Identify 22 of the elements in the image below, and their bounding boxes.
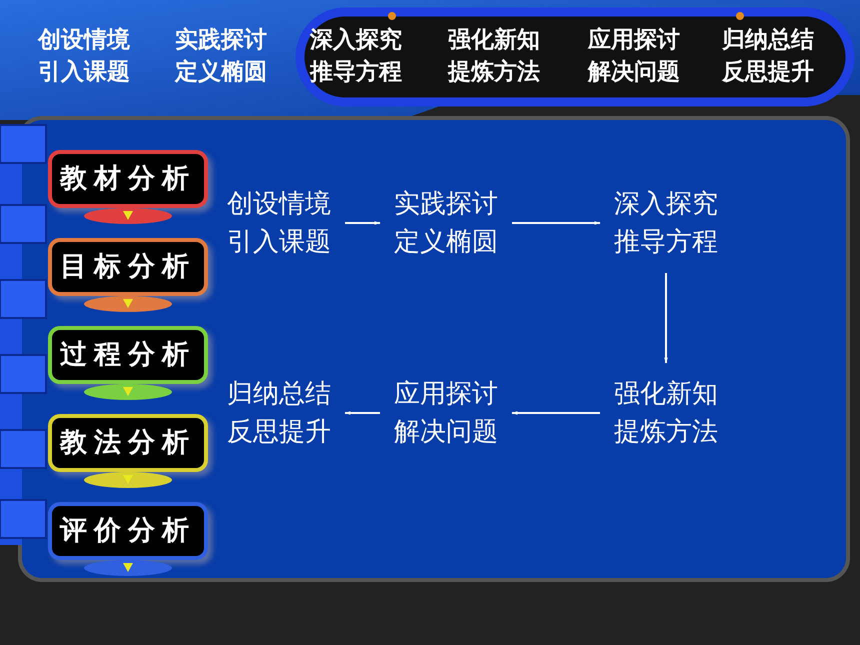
nav-label: 深入探究推导方程 bbox=[310, 26, 403, 87]
arrow bbox=[345, 221, 381, 225]
menu-button: 目标分析 bbox=[48, 238, 208, 296]
nav-label: 创设情境引入课题 bbox=[38, 26, 131, 87]
arrow bbox=[511, 411, 600, 415]
step-text: 强化新知提炼方法 bbox=[612, 375, 720, 451]
menu-button: 教法分析 bbox=[48, 414, 208, 472]
nav-label: 应用探讨解决问题 bbox=[588, 26, 681, 87]
menu-button: 过程分析 bbox=[48, 326, 208, 384]
arrow bbox=[344, 411, 380, 415]
step-text: 应用探讨解决问题 bbox=[392, 375, 500, 451]
step-text: 创设情境引入课题 bbox=[225, 185, 333, 261]
arrow bbox=[512, 221, 601, 225]
nav-label: 实践探讨定义椭圆 bbox=[175, 26, 268, 87]
arrow bbox=[664, 273, 668, 364]
step-text: 归纳总结反思提升 bbox=[225, 375, 333, 451]
menu-button: 评价分析 bbox=[48, 502, 208, 560]
nav-label: 归纳总结反思提升 bbox=[722, 26, 815, 87]
nav-label: 强化新知提炼方法 bbox=[448, 26, 541, 87]
step-text: 实践探讨定义椭圆 bbox=[392, 185, 500, 261]
step-text: 深入探究推导方程 bbox=[612, 185, 720, 261]
menu-button: 教材分析 bbox=[48, 150, 208, 208]
